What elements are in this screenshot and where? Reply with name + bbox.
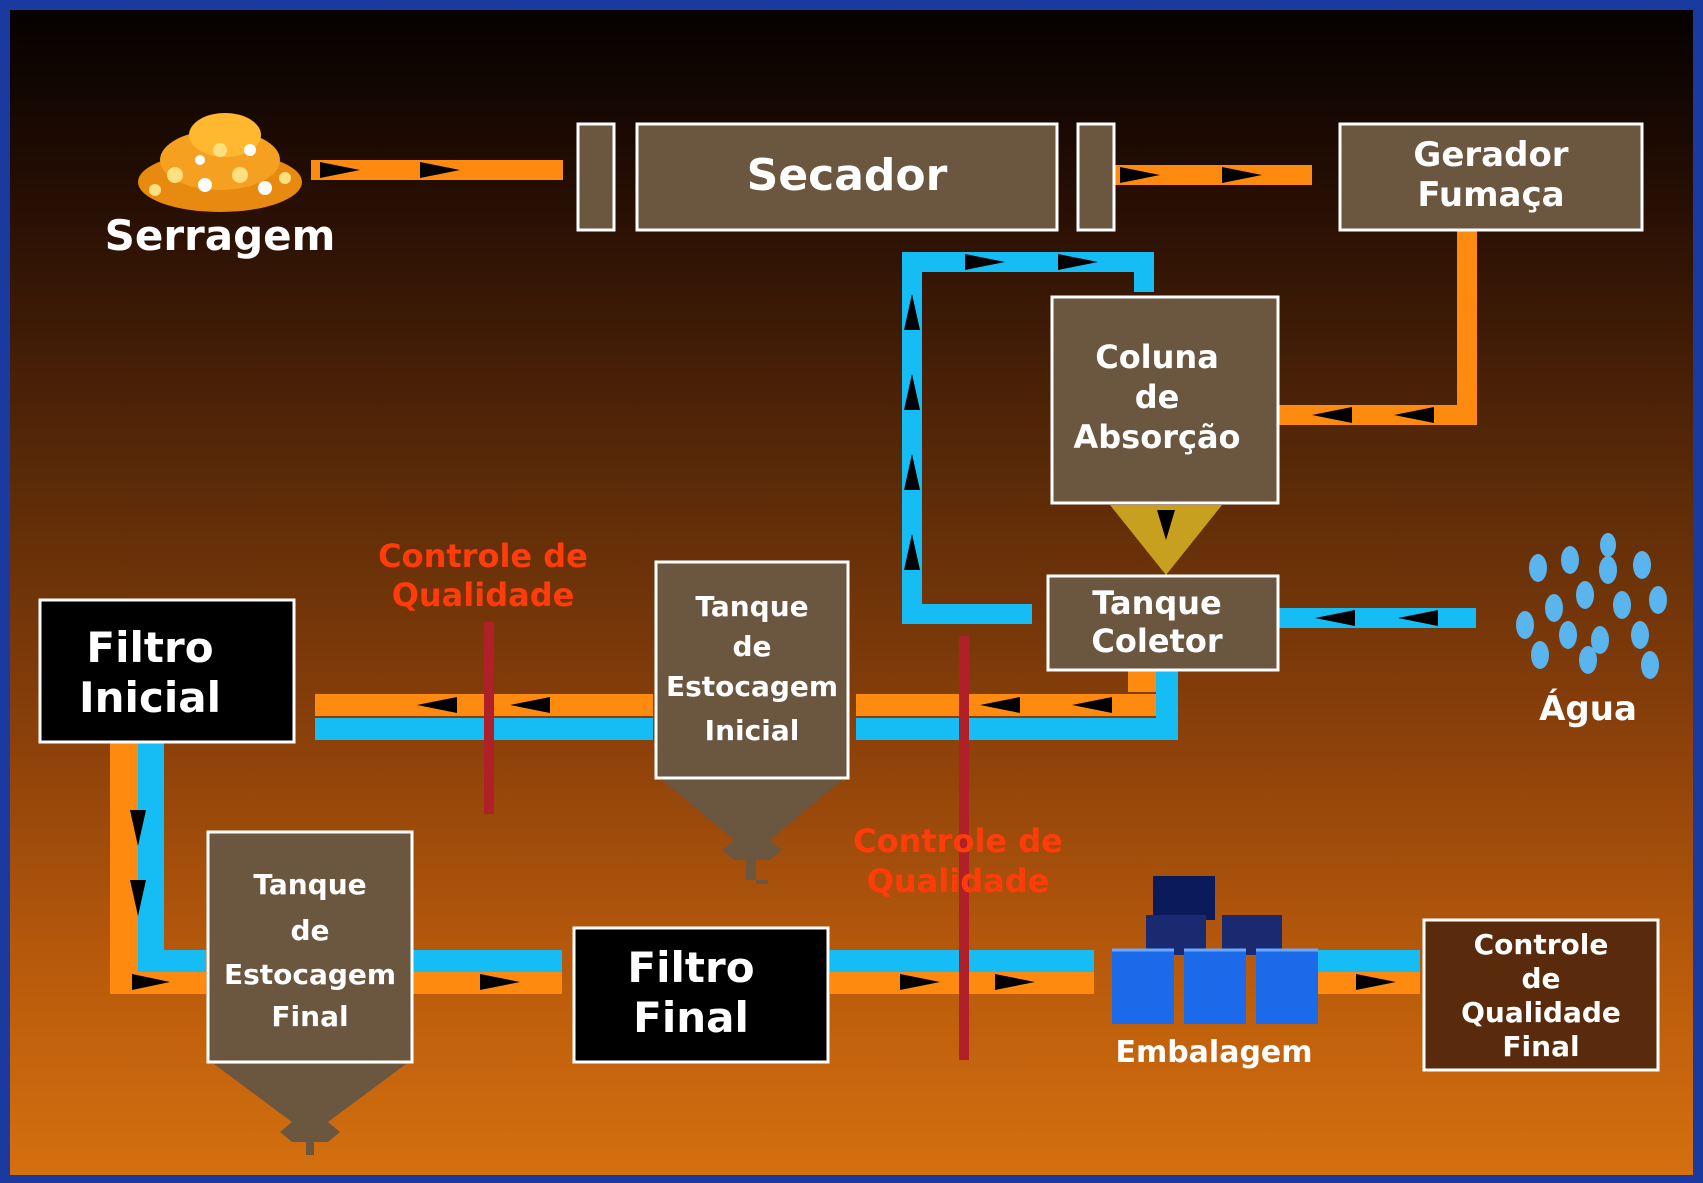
packaging-boxes-icon — [1112, 876, 1318, 1024]
pipe-blue-loop-bottom — [902, 604, 1032, 624]
tanque-coletor-label-line2: Coletor — [1091, 622, 1222, 660]
secador-label: Secador — [747, 150, 948, 201]
pipe-blue-loop-right — [1134, 252, 1154, 292]
water-drops-icon — [1516, 533, 1667, 679]
cq-final-label-line4: Final — [1502, 1030, 1579, 1063]
pipe-gerador-down — [1457, 217, 1477, 425]
qc2-label-line2: Qualidade — [867, 862, 1050, 900]
gerador-label-line1: Gerador — [1413, 135, 1568, 175]
pipe-coletor-left-blue — [856, 718, 1178, 740]
tanque-est-inicial-label-line3: Estocagem — [666, 670, 838, 703]
agua-label: Água — [1539, 688, 1637, 729]
filtro-inicial-label-line1: Filtro — [86, 623, 213, 672]
diagram-stage: Serragem Secador Gerador Fumaça Coluna d… — [10, 10, 1693, 1175]
pipe-emb-cq-blue — [1316, 950, 1420, 972]
cq-final-label-line2: de — [1521, 962, 1560, 995]
qc1-label-line2: Qualidade — [392, 576, 575, 614]
tanque-est-inicial-label-line1: Tanque — [695, 590, 808, 623]
gerador-label-line2: Fumaça — [1417, 175, 1564, 215]
pipe-filtro-down-orange — [110, 743, 138, 991]
pipe-estfinal-filtro-blue — [412, 950, 562, 972]
coluna-label-line1: Coluna — [1095, 338, 1219, 376]
secador-inlet-flange — [578, 124, 614, 230]
process-flow-diagram: Serragem Secador Gerador Fumaça Coluna d… — [10, 10, 1693, 1175]
pipe-to-coluna — [1262, 405, 1477, 425]
coluna-label-line3: Absorção — [1073, 418, 1240, 456]
embalagem-label: Embalagem — [1115, 1035, 1312, 1070]
tanque-est-final-hopper — [214, 1064, 406, 1155]
qc-line-1 — [484, 622, 494, 814]
tanque-est-final-label-line4: Final — [271, 1000, 348, 1033]
tanque-est-inicial-hopper — [662, 780, 842, 884]
cq-final-label-line3: Qualidade — [1461, 996, 1621, 1029]
filtro-final-label-line1: Filtro — [627, 943, 754, 992]
coluna-label-line2: de — [1135, 378, 1180, 416]
tanque-est-inicial-label-line4: Inicial — [705, 714, 800, 747]
serragem-label: Serragem — [105, 211, 336, 260]
qc1-label-line1: Controle de — [378, 537, 588, 575]
secador-outlet-flange — [1078, 124, 1114, 230]
tanque-coletor-label-line1: Tanque — [1092, 584, 1221, 622]
pipe-agua-coletor — [1260, 608, 1476, 628]
tanque-est-final-label-line1: Tanque — [253, 868, 366, 901]
cq-final-label-line1: Controle — [1474, 928, 1609, 961]
pipe-blue-loop-top — [902, 252, 1154, 272]
pipe-filtro-right-blue — [138, 950, 206, 972]
tanque-est-inicial-label-line2: de — [732, 630, 771, 663]
filtro-final-label-line2: Final — [633, 993, 749, 1042]
tanque-est-final-label-line2: de — [290, 914, 329, 947]
filtro-inicial-label-line2: Inicial — [79, 673, 221, 722]
qc2-label-line1: Controle de — [853, 822, 1063, 860]
pipe-filtro-down-blue — [138, 743, 164, 971]
sawdust-pile-icon — [138, 113, 302, 212]
tanque-est-final-label-line3: Estocagem — [224, 958, 396, 991]
